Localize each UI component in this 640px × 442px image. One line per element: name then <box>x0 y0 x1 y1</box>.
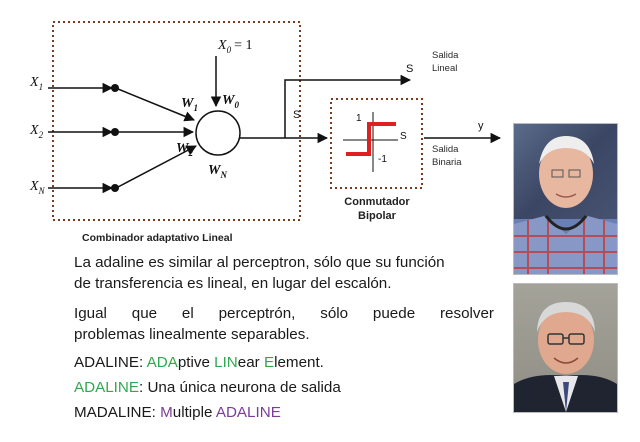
adaline-definition: ADALINE: ADAptive LINear Element. <box>74 352 494 373</box>
linear-output-line <box>284 74 412 138</box>
portrait-older-man-plaid-shirt-icon <box>514 136 617 274</box>
combinador-box <box>52 21 301 221</box>
salida-lineal-label-1: Salida <box>432 50 459 61</box>
adaline-lin: LIN <box>214 354 238 371</box>
adaline-green-word: ADALINE <box>74 379 139 396</box>
salida-binaria-label-2: Binaria <box>432 157 462 168</box>
x1-label: X1 <box>29 75 43 92</box>
wn-label: WN <box>208 163 227 180</box>
paragraph-intro-line-1: La adaline es similar al perceptron, sól… <box>74 254 445 271</box>
madaline-adaline: ADALINE <box>215 404 281 421</box>
s-node-label: S <box>293 109 300 121</box>
adaline-diagram: X0= 1 X1 X2 XN W1 W0 W2 WN S S S 1 -1 Sa… <box>29 21 502 244</box>
x0-label: X0= 1 <box>217 38 252 55</box>
conmutador-label-2: Bipolar <box>358 210 397 222</box>
portrait-older-man-glasses-suit-icon <box>514 302 617 412</box>
input-xn-node <box>111 184 119 192</box>
input-x2-node <box>111 128 119 136</box>
adaline-prefix: ADALINE: <box>74 354 147 371</box>
photo-top-portrait <box>513 123 618 275</box>
w0-label: W0 <box>222 93 239 110</box>
input-xn-weight-line <box>117 145 197 188</box>
paragraph-intro-line-2: de transferencia es lineal, en lugar del… <box>74 275 392 292</box>
input-x1-node <box>111 84 119 92</box>
adaline-ear: ear <box>237 354 264 371</box>
adaline-single-neuron-text: : Una única neurona de salida <box>139 379 341 396</box>
madaline-definition: MADALINE: Multiple ADALINE <box>74 402 494 423</box>
w2-label: W2 <box>176 141 193 158</box>
switch-plus-label: 1 <box>356 113 362 124</box>
adaline-e: E <box>263 354 275 371</box>
madaline-m: M <box>160 404 173 421</box>
step-function <box>346 122 396 156</box>
adaline-lement: lement. <box>274 354 324 371</box>
adaline-ptive: ptive <box>177 354 215 371</box>
salida-binaria-label-1: Salida <box>432 144 459 155</box>
xn-label: XN <box>29 179 46 196</box>
adaline-single-neuron: ADALINE: Una única neurona de salida <box>74 377 494 398</box>
s-linear-label: S <box>406 63 413 75</box>
s-switch-label: S <box>400 131 407 142</box>
madaline-ultiple: ultiple <box>172 404 216 421</box>
x2-label: X2 <box>29 123 44 140</box>
w1-label: W1 <box>181 96 198 113</box>
conmutador-label-1: Conmutador <box>344 196 410 208</box>
paragraph-limitation-line-2: problemas linealmente separables. <box>74 326 310 343</box>
salida-lineal-label-2: Lineal <box>432 63 457 74</box>
paragraph-limitation-line-1: Igual que el perceptrón, sólo puede reso… <box>74 305 494 322</box>
input-x1-weight-line <box>117 88 195 122</box>
paragraph-intro: La adaline es similar al perceptron, sól… <box>74 252 494 294</box>
summing-node <box>195 110 241 156</box>
madaline-prefix: MADALINE: <box>74 404 161 421</box>
switch-minus-label: -1 <box>378 154 387 165</box>
adaline-ada: ADA <box>146 354 178 371</box>
photo-bottom-portrait <box>513 283 618 413</box>
combinador-label: Combinador adaptativo Lineal <box>82 232 233 244</box>
paragraph-limitation: Igual que el perceptrón, sólo puede reso… <box>74 303 494 345</box>
y-label: y <box>478 120 484 132</box>
conmutador-box <box>330 98 423 189</box>
